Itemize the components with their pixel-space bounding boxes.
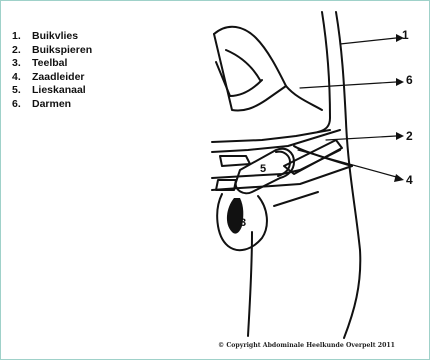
intestine-loop <box>216 62 262 96</box>
callout-line-2 <box>326 136 396 140</box>
intestine-inner <box>226 50 260 80</box>
copyright-notice: © Copyright Abdominale Heelkunde Overpel… <box>218 342 395 349</box>
inner-label-5: 5 <box>260 163 266 175</box>
arrowhead-2 <box>396 132 404 140</box>
arrowhead-4 <box>394 174 404 182</box>
muscle-bundle-left <box>220 156 250 166</box>
arrowhead-6 <box>396 78 404 86</box>
callout-line-1 <box>340 38 396 44</box>
muscle-layer-top <box>212 130 330 142</box>
callout-label-4: 4 <box>406 173 413 187</box>
inner-label-3: 3 <box>240 217 246 229</box>
body-contour <box>336 12 360 338</box>
callout-label-1: 1 <box>402 28 409 42</box>
intestine-fold <box>214 34 286 111</box>
peritoneum-line <box>318 12 330 132</box>
groin-line <box>274 192 318 206</box>
callout-label-2: 2 <box>406 129 413 143</box>
muscle-layer-lower <box>212 150 340 178</box>
callout-label-6: 6 <box>406 73 413 87</box>
callout-line-6 <box>300 82 396 88</box>
